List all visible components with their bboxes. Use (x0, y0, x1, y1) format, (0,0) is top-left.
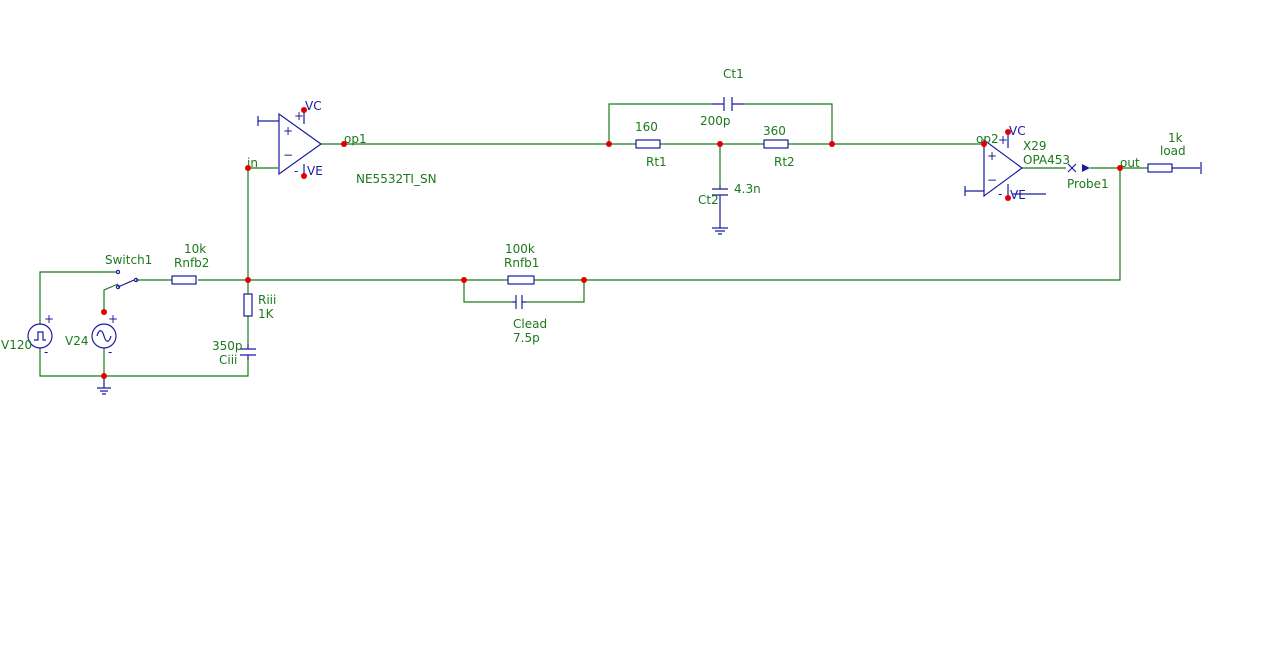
svg-text:+: + (987, 149, 997, 163)
rt2-value-label: 360 (763, 124, 786, 138)
rnfb1-name-label: Rnfb1 (504, 256, 539, 270)
ground-icon (97, 376, 111, 395)
ciii-name-label: Ciii (219, 353, 237, 367)
rt1-resistor-icon[interactable] (635, 139, 661, 149)
rnfb1-resistor-icon[interactable] (507, 275, 535, 285)
riii-name-label: Riii (258, 293, 276, 307)
probe-name-label: Probe1 (1067, 177, 1109, 191)
riii-resistor-icon[interactable] (243, 293, 253, 317)
ciii-capacitor-icon[interactable] (240, 344, 256, 360)
svg-text:-: - (44, 345, 48, 359)
switch-name-label: Switch1 (105, 253, 152, 267)
svg-text:+: + (998, 133, 1008, 147)
rt2-name-label: Rt2 (774, 155, 795, 169)
ciii-value-label: 350p (212, 339, 243, 353)
x29-model-label: OPA453 (1023, 153, 1070, 167)
v24-name-label: V24 (65, 334, 88, 348)
ct1-capacitor-icon[interactable] (712, 97, 744, 111)
ground-icon (712, 227, 728, 235)
in-net-label: in (247, 156, 258, 170)
clead-value-label: 7.5p (513, 331, 540, 345)
rt1-value-label: 160 (635, 120, 658, 134)
ct2-name-label: Ct2 (698, 193, 719, 207)
clead-capacitor-icon[interactable] (512, 295, 526, 309)
ct1-name-label: Ct1 (723, 67, 744, 81)
opamp-u1-icon[interactable]: + − + - VC VE (257, 99, 323, 178)
op1-net-label: op1 (344, 132, 367, 146)
svg-text:+: + (283, 124, 293, 138)
sine-source-icon[interactable]: + - (91, 312, 118, 359)
load-resistor-icon[interactable] (1147, 162, 1202, 174)
svg-text:-: - (294, 164, 298, 178)
u1-vc-label: VC (305, 99, 322, 113)
rnfb1-value-label: 100k (505, 242, 535, 256)
rt2-resistor-icon[interactable] (763, 139, 789, 149)
rt1-name-label: Rt1 (646, 155, 667, 169)
probe-icon[interactable] (1067, 163, 1090, 173)
rnfb2-value-label: 10k (184, 242, 206, 256)
ct2-capacitor-icon[interactable] (712, 186, 728, 228)
out-net-label: out (1120, 156, 1140, 170)
load-name-label: load (1160, 144, 1186, 158)
svg-text:+: + (294, 109, 304, 123)
rnfb2-name-label: Rnfb2 (174, 256, 209, 270)
rnfb2-resistor-icon[interactable] (171, 275, 197, 285)
svg-text:−: − (987, 173, 997, 187)
svg-text:+: + (108, 312, 118, 326)
x29-name-label: X29 (1023, 139, 1047, 153)
svg-text:-: - (998, 187, 1002, 201)
load-value-label: 1k (1168, 131, 1183, 145)
riii-value-label: 1K (258, 307, 275, 321)
junction-dots (101, 107, 1123, 379)
clead-name-label: Clead (513, 317, 547, 331)
u1-model-label: NE5532TI_SN (356, 172, 437, 186)
square-source-icon[interactable]: + - (27, 312, 54, 359)
u1-ve-label: VE (307, 164, 323, 178)
svg-text:−: − (283, 148, 293, 162)
x29-vc-label: VC (1009, 124, 1026, 138)
svg-text:-: - (108, 345, 112, 359)
ct1-value-label: 200p (700, 114, 731, 128)
v120-name-label: V120 (1, 338, 32, 352)
ct2-value-label: 4.3n (734, 182, 761, 196)
opamp-x29-icon[interactable]: + − + - VC VE (964, 124, 1046, 202)
switch-icon[interactable] (115, 269, 139, 290)
op2-net-label: op2 (976, 132, 999, 146)
x29-ve-label: VE (1010, 188, 1026, 202)
svg-text:+: + (44, 312, 54, 326)
